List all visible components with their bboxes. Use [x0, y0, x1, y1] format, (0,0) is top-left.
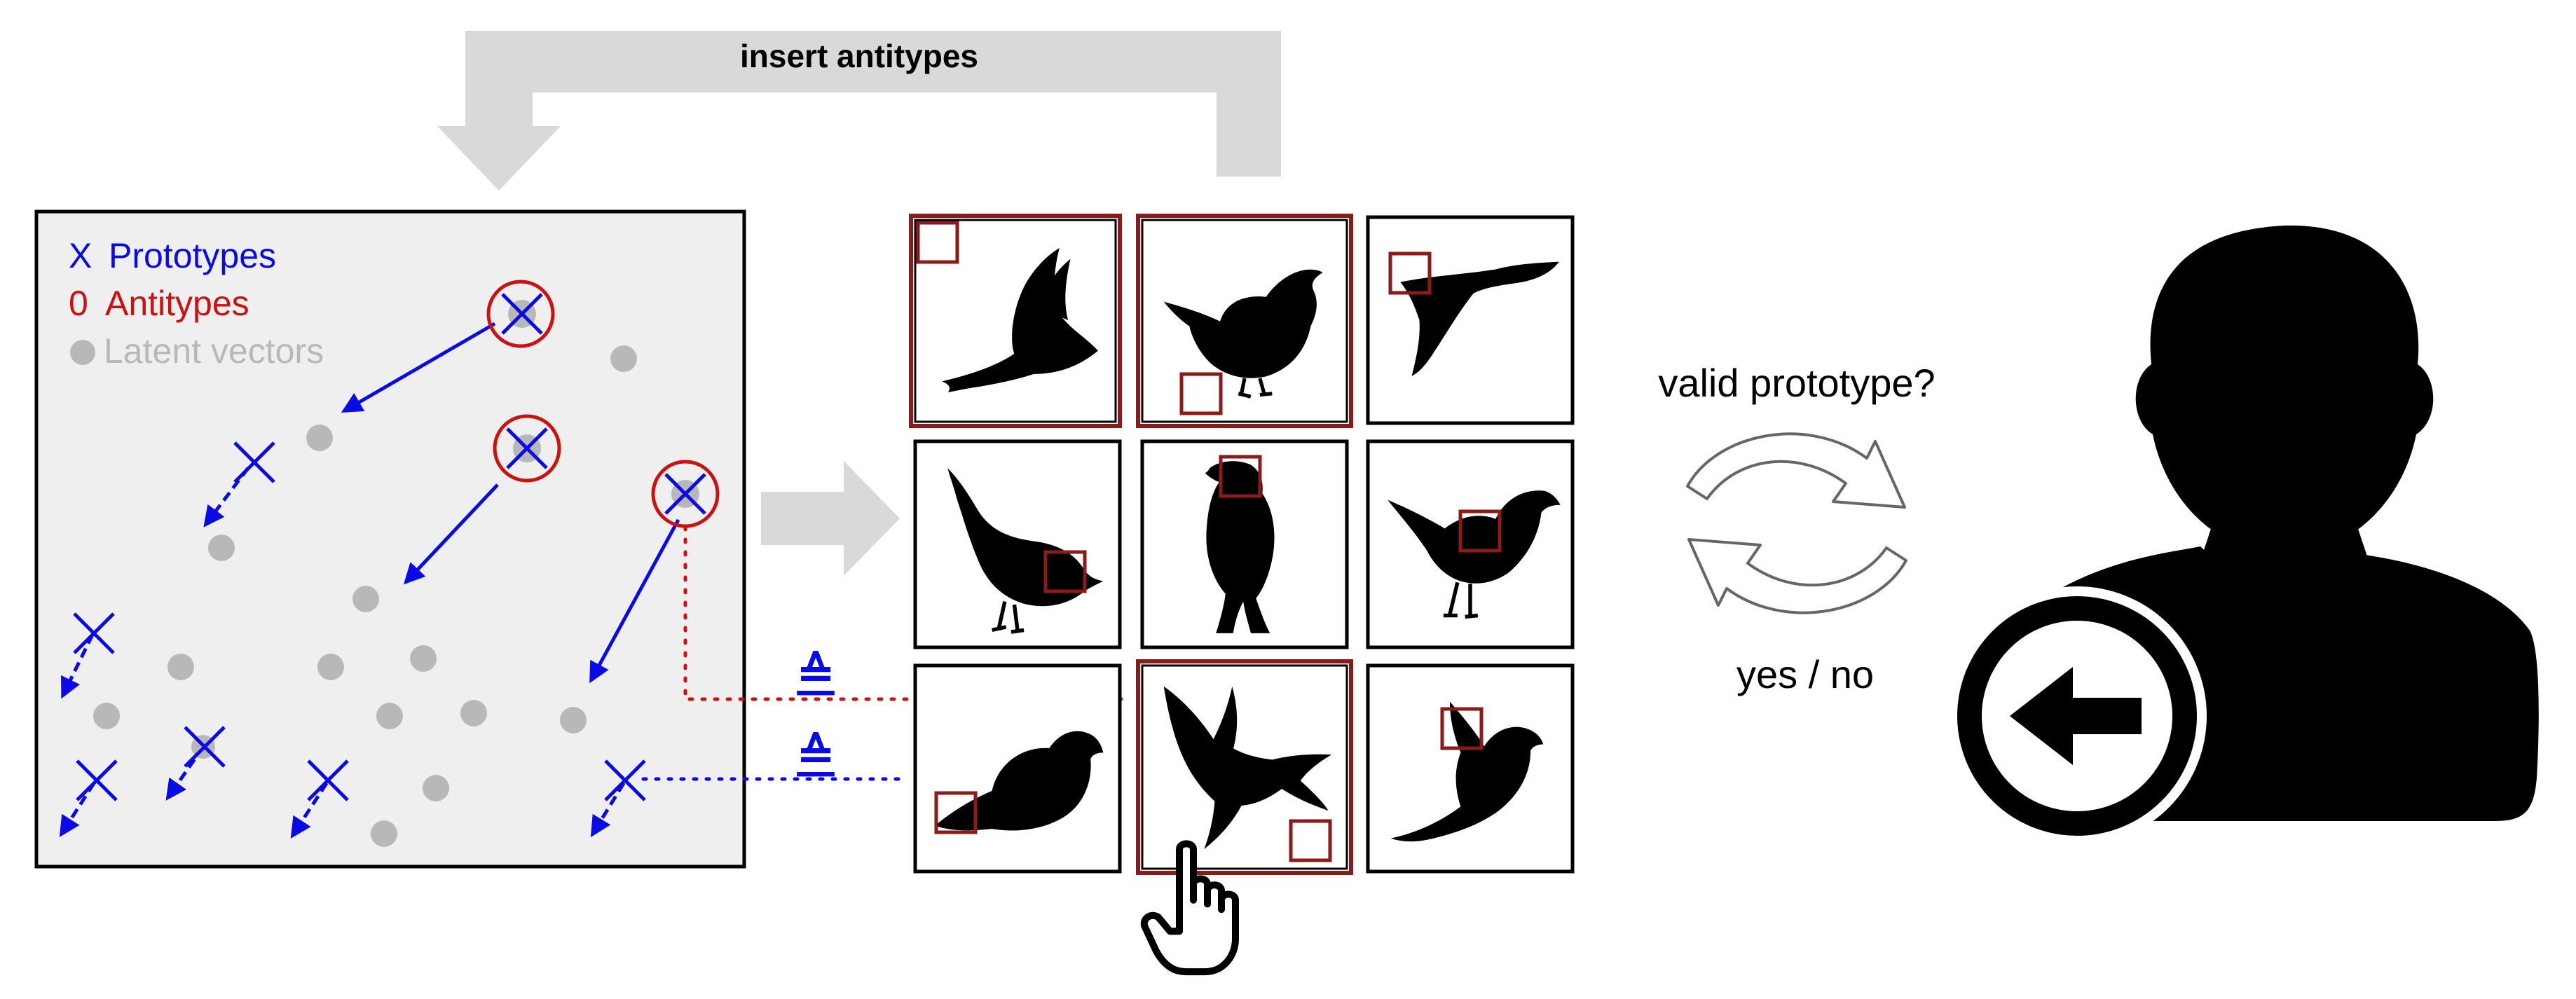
image-grid: [909, 214, 1575, 972]
prototype-marker: [501, 293, 543, 335]
prototype-arrow: [165, 745, 205, 801]
grid-cell-6[interactable]: [1366, 439, 1575, 649]
prototype-marker: [184, 726, 226, 768]
selection-patch: [1388, 252, 1432, 295]
latent-space-background: [34, 209, 746, 869]
latent-dot: [423, 775, 449, 801]
prototype-marker: [307, 759, 349, 801]
grid-cell-8[interactable]: [1136, 659, 1353, 875]
legend-latent-dot: [70, 340, 95, 365]
latent-space-panel: X Prototypes 0 Antitypes Latent vectors: [34, 209, 746, 869]
question-text: valid prototype?: [1658, 361, 1935, 405]
prototype-arrow: [59, 782, 96, 838]
validation-loop: valid prototype? yes / no: [1658, 361, 1935, 696]
prototype-marker: [604, 759, 646, 801]
latent-dot: [410, 645, 437, 672]
latent-dot: [93, 703, 120, 729]
selection-patch: [1289, 819, 1332, 862]
prototype-marker: [76, 759, 118, 801]
grid-cell-9[interactable]: [1366, 663, 1575, 874]
selection-patch: [1458, 509, 1502, 553]
selection-patch: [934, 791, 978, 834]
user-head: [2135, 225, 2434, 553]
antitype-marker: [493, 414, 561, 483]
prototype-marker: [233, 441, 275, 483]
feedback-arrow-label: insert antitypes: [740, 38, 978, 74]
equivalence-symbol-red: ≙: [797, 647, 835, 698]
cycle-arrow-top: [1686, 432, 1906, 509]
user-silhouette-icon: [1947, 225, 2539, 846]
prototype-arrow: [589, 518, 680, 684]
prototype-arrow: [590, 782, 626, 838]
prototype-arrow: [341, 322, 496, 413]
selection-patch: [916, 221, 959, 264]
legend-antitypes-marker: 0: [69, 284, 88, 323]
prototype-arrow: [61, 633, 95, 699]
latent-dot: [560, 707, 587, 733]
refresh-arrows-icon: [1686, 432, 1907, 614]
grid-cell-1[interactable]: [909, 214, 1122, 428]
selection-patch: [1043, 550, 1087, 593]
grid-cell-5[interactable]: [1140, 439, 1349, 649]
selection-patch: [1440, 707, 1484, 750]
prototype-arrow: [403, 483, 499, 585]
legend-prototypes-marker: X: [69, 236, 92, 275]
grid-cell-3[interactable]: [1366, 215, 1575, 425]
grid-cell-7[interactable]: [913, 663, 1122, 874]
latent-dot: [352, 586, 379, 612]
latent-dot: [317, 654, 344, 680]
latent-dot: [460, 700, 487, 726]
feedback-arrow-shape: [437, 31, 1281, 191]
prototype-marker: [664, 473, 706, 515]
latent-dot: [167, 654, 194, 680]
to-grid-arrow: [761, 461, 900, 576]
grid-cell-4[interactable]: [913, 439, 1122, 649]
prototype-marker: [73, 612, 115, 654]
prototype-arrow: [203, 467, 249, 528]
latent-dot: [208, 535, 235, 561]
prototype-arrow: [290, 782, 329, 839]
grid-cell-2[interactable]: [1136, 214, 1353, 428]
cycle-arrow-bottom: [1687, 538, 1907, 614]
equivalence-symbol-blue: ≙: [797, 729, 835, 779]
latent-dot: [610, 345, 637, 372]
selection-patch: [1179, 372, 1223, 415]
antitype-marker: [486, 280, 555, 348]
answer-text: yes / no: [1736, 652, 1874, 696]
antitypes: [486, 280, 720, 528]
latent-dot: [371, 820, 397, 847]
selection-patch: [1219, 455, 1262, 498]
legend-antitypes-label: Antitypes: [105, 284, 249, 323]
latent-dot: [306, 425, 333, 451]
arrow-left-icon: [2010, 667, 2142, 765]
latent-vectors: [93, 345, 637, 847]
latent-dot: [376, 703, 403, 729]
insert-antitypes-arrow: insert antitypes: [437, 31, 1281, 191]
prototype-movement-arrows: [59, 322, 680, 839]
legend: X Prototypes 0 Antitypes Latent vectors: [69, 236, 324, 371]
prototype-marker: [506, 427, 548, 469]
legend-latent-label: Latent vectors: [104, 331, 324, 371]
prototypes: [73, 293, 706, 801]
legend-prototypes-label: Prototypes: [109, 236, 276, 275]
